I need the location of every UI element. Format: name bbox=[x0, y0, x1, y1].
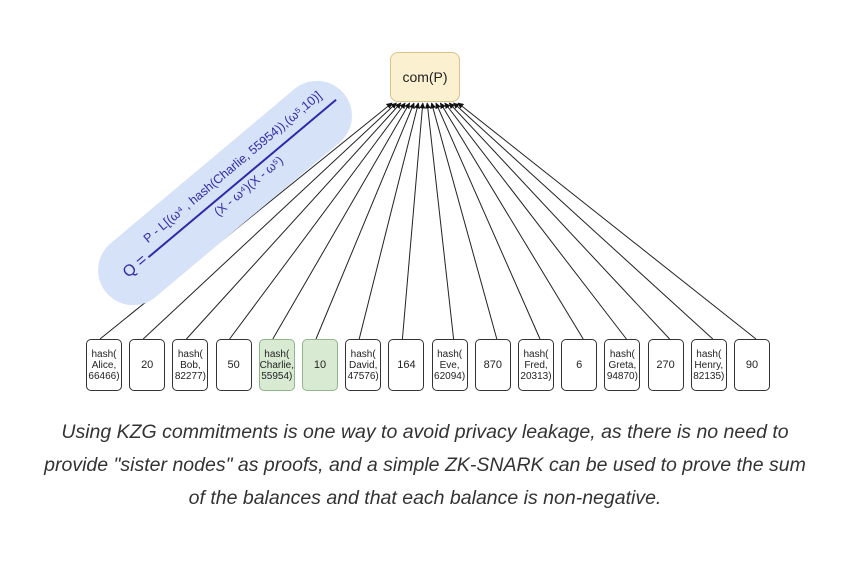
root-label: com(P) bbox=[402, 69, 448, 85]
leaf-hash-node: hash( Charlie, 55954) bbox=[258, 339, 295, 391]
leaf-label: hash( David, 47576) bbox=[347, 348, 379, 382]
kzg-commitment-diagram: Q = P - L[(ω⁴ , hash(Charlie, 55954)),(ω… bbox=[83, 52, 770, 391]
edges-layer bbox=[99, 102, 757, 340]
edge-leaf-to-root bbox=[424, 102, 455, 340]
leaf-hash-node: hash( Eve, 62094) bbox=[431, 339, 468, 391]
edge-leaf-to-root bbox=[315, 102, 415, 340]
edge-leaf-to-root bbox=[430, 102, 498, 340]
edge-leaf-to-root bbox=[142, 102, 397, 340]
edge-leaf-to-root bbox=[272, 102, 411, 340]
leaf-hash-node: hash( Henry, 82135) bbox=[690, 339, 727, 391]
leaf-balance-node: 270 bbox=[647, 339, 684, 391]
leaf-label: hash( Fred, 20313) bbox=[520, 348, 552, 382]
leaf-label: 20 bbox=[141, 358, 154, 371]
leaf-balance-node: 10 bbox=[302, 339, 338, 391]
leaf-label: 90 bbox=[745, 358, 759, 371]
leaf-label: hash( Charlie, 55954) bbox=[259, 348, 295, 382]
edge-leaf-to-root bbox=[401, 102, 426, 340]
leaf-hash-node: hash( Bob, 82277) bbox=[172, 339, 209, 391]
leaf-balance-node: 6 bbox=[561, 339, 598, 391]
edge-leaf-to-root bbox=[439, 102, 584, 340]
edge-leaf-to-root bbox=[358, 102, 420, 340]
edge-leaf-to-root bbox=[229, 102, 406, 340]
caption: Using KZG commitments is one way to avoi… bbox=[44, 421, 806, 509]
edge-leaf-to-root bbox=[444, 102, 627, 340]
leaf-balance-node: 50 bbox=[215, 339, 252, 391]
leaf-label: 270 bbox=[656, 358, 675, 371]
edge-leaf-to-root bbox=[453, 102, 714, 340]
leaf-hash-node: hash( Alice, 66466) bbox=[86, 339, 122, 391]
leaf-balance-node: 90 bbox=[734, 339, 770, 391]
leaf-label: 50 bbox=[227, 358, 240, 371]
leaf-label: 870 bbox=[483, 358, 502, 371]
leaf-balance-node: 870 bbox=[474, 339, 511, 391]
edge-leaf-to-root bbox=[457, 102, 757, 340]
leaf-label: hash( Bob, 82277) bbox=[174, 348, 206, 382]
leaf-label: 6 bbox=[576, 358, 583, 371]
leaf-hash-node: hash( Fred, 20313) bbox=[518, 339, 554, 391]
leaf-label: hash( Eve, 62094) bbox=[434, 348, 466, 382]
leaf-label: hash( Henry, 82135) bbox=[693, 348, 725, 382]
leaf-hash-node: hash( David, 47576) bbox=[345, 339, 382, 391]
edge-leaf-to-root bbox=[435, 102, 541, 340]
commitment-root-node: com(P) bbox=[390, 52, 460, 102]
leaf-label: hash( Alice, 66466) bbox=[88, 348, 120, 382]
leaf-balance-node: 164 bbox=[388, 339, 425, 391]
leaf-label: 164 bbox=[397, 358, 416, 371]
edge-leaf-to-root bbox=[186, 102, 402, 340]
leaf-hash-node: hash( Greta, 94870) bbox=[604, 339, 641, 391]
leaf-label: hash( Greta, 94870) bbox=[606, 348, 638, 382]
edge-leaf-to-root bbox=[448, 102, 670, 340]
leaf-label: 10 bbox=[313, 358, 327, 371]
leaf-balance-node: 20 bbox=[129, 339, 166, 391]
